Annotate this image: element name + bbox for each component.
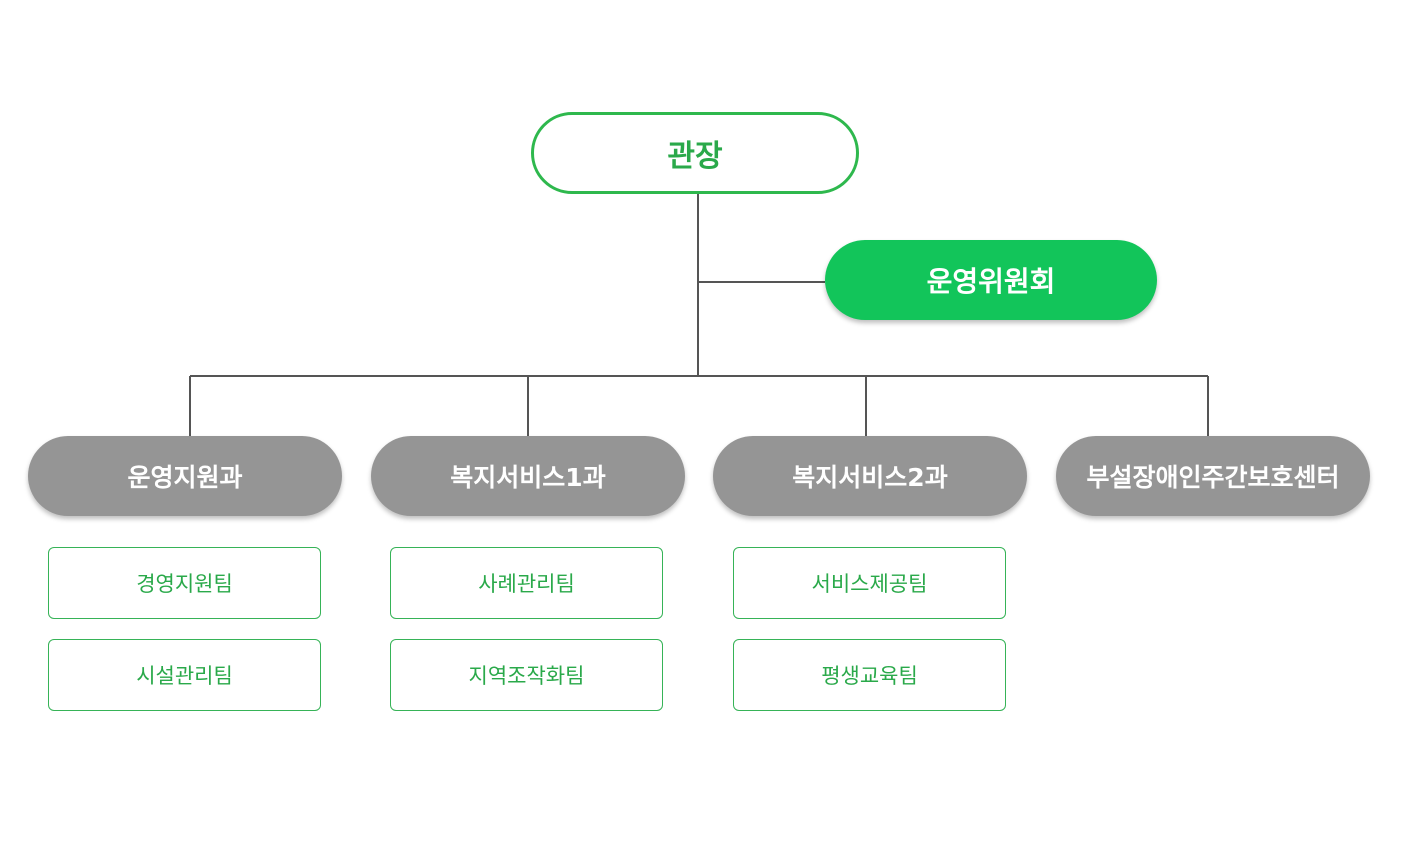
team-case-management: 사례관리팀	[390, 547, 663, 619]
team-management-support: 경영지원팀	[48, 547, 321, 619]
team-service-provision: 서비스제공팀	[733, 547, 1006, 619]
director-node: 관장	[531, 112, 859, 194]
department-welfare-service-1: 복지서비스1과	[371, 436, 685, 516]
operating-committee-node: 운영위원회	[825, 240, 1157, 320]
department-welfare-service-2: 복지서비스2과	[713, 436, 1027, 516]
department-operations-support: 운영지원과	[28, 436, 342, 516]
team-lifelong-education: 평생교육팀	[733, 639, 1006, 711]
team-community-organizing: 지역조작화팀	[390, 639, 663, 711]
team-facility-management: 시설관리팀	[48, 639, 321, 711]
department-day-care-center: 부설장애인주간보호센터	[1056, 436, 1370, 516]
